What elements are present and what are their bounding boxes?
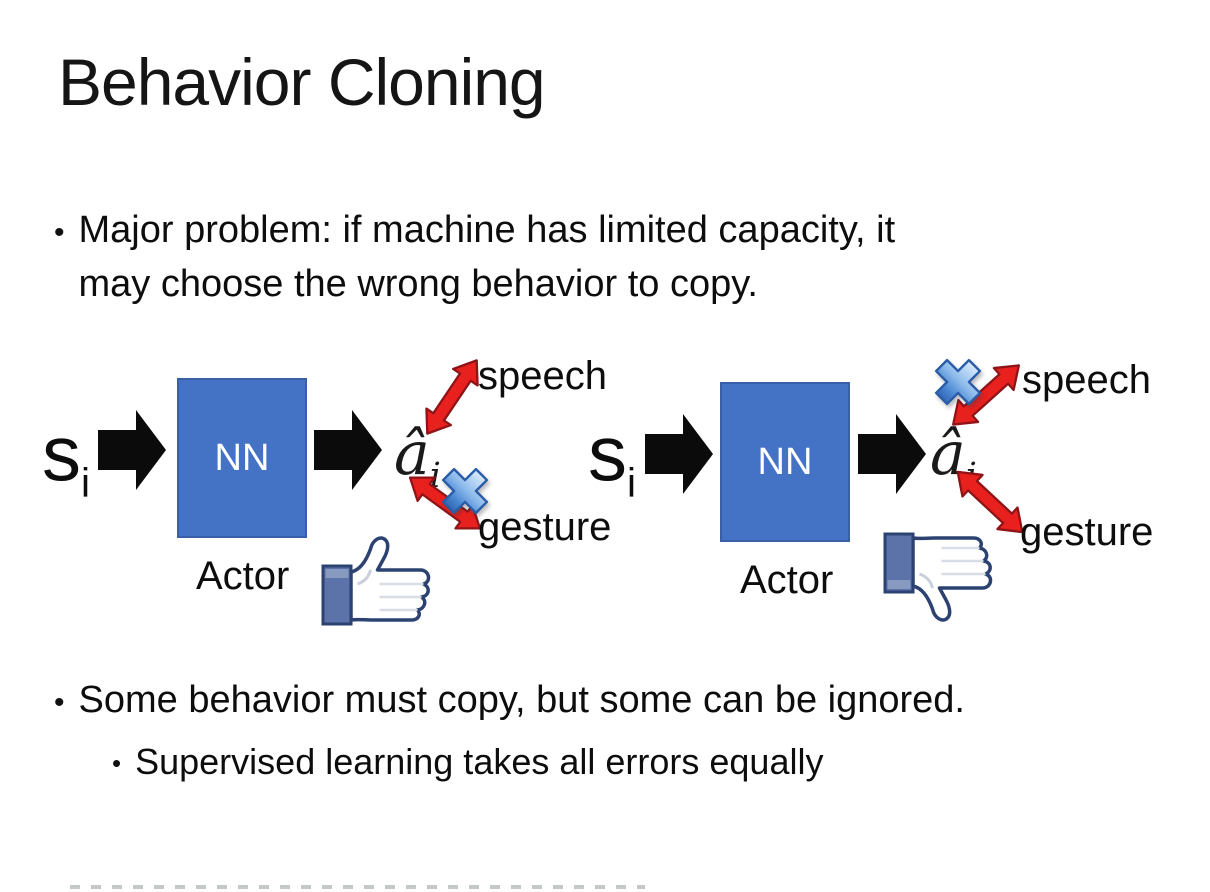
bullet-icon: • xyxy=(54,216,65,249)
gesture-label: gesture xyxy=(478,505,612,549)
actor-caption: Actor xyxy=(740,558,834,602)
gesture-label: gesture xyxy=(1020,510,1154,554)
bullet-some-behavior-text: Some behavior must copy, but some can be… xyxy=(78,679,965,721)
bullet-major-problem: • Major problem: if machine has limited … xyxy=(54,204,1064,312)
bullet-major-problem-text: Major problem: if machine has limited ca… xyxy=(78,209,896,305)
input-arrow-icon xyxy=(98,410,166,490)
bullet-supervised-learning-text: Supervised learning takes all errors equ… xyxy=(135,741,824,782)
nn-box: NN xyxy=(177,378,307,538)
input-state-label: si xyxy=(588,409,637,506)
speech-arrow-icon xyxy=(425,359,479,435)
speech-label: speech xyxy=(1022,358,1151,402)
input-state-label: si xyxy=(42,409,91,506)
input-arrow-icon xyxy=(645,414,713,494)
output-arrow-icon xyxy=(314,410,382,490)
clipped-text-artifact xyxy=(70,885,645,889)
cross-icon xyxy=(934,358,982,406)
gesture-arrow-icon xyxy=(956,470,1024,534)
thumbs-up-icon xyxy=(321,536,431,626)
page-title: Behavior Cloning xyxy=(58,45,546,119)
speech-arrow-icon xyxy=(952,364,1020,426)
output-action-label: âi xyxy=(394,419,441,496)
thumbs-down-icon xyxy=(883,532,993,622)
bullet-supervised-learning: • Supervised learning takes all errors e… xyxy=(112,736,1112,787)
bullet-icon: • xyxy=(54,686,65,719)
bullet-some-behavior: • Some behavior must copy, but some can … xyxy=(54,674,1174,728)
actor-caption: Actor xyxy=(196,554,290,598)
cross-icon xyxy=(441,467,489,515)
output-arrow-icon xyxy=(858,414,926,494)
nn-box: NN xyxy=(720,382,850,542)
nn-label: NN xyxy=(757,440,813,483)
speech-label: speech xyxy=(478,354,607,398)
bullet-icon: • xyxy=(112,748,122,778)
nn-label: NN xyxy=(214,436,270,479)
